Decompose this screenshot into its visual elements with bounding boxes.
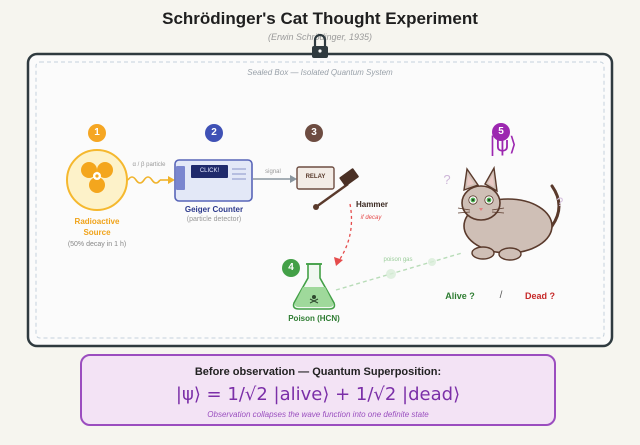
geiger-counter-icon — [174, 159, 253, 202]
superposition-heading: Before observation — Quantum Superpositi… — [194, 366, 442, 378]
poison-gas-label: poison gas — [383, 257, 413, 263]
superposition-note: Observation collapses the wave function … — [207, 410, 429, 419]
step-badge-2: 2 — [205, 124, 223, 142]
diagram-title: Schrödinger's Cat Thought Experiment — [162, 9, 478, 28]
alpha-beta-label: α / β particle — [132, 162, 166, 168]
relay-box — [296, 166, 335, 190]
state-separator: / — [499, 290, 503, 301]
particle-wave — [127, 176, 161, 184]
particle-arrowhead — [168, 176, 175, 184]
geiger-counter-detail: (particle detector) — [186, 216, 242, 223]
radioactive-source-icon — [66, 149, 128, 211]
question-mark-right: ? — [556, 195, 564, 209]
hammer-label: Hammer — [355, 200, 388, 209]
if-decay-label: if decay — [360, 215, 382, 221]
relay-text: RELAY — [305, 174, 326, 180]
radioactive-source-label-line1: Radioactive — [74, 217, 120, 226]
superposition-formula: |ψ⟩ = 1/√2 |alive⟩ + 1/√2 |dead⟩ — [175, 384, 461, 405]
radioactive-source-label-line2: Source — [83, 228, 111, 237]
dead-label: Dead ? — [524, 291, 555, 301]
radioactive-source-label: Radioactive Source — [57, 216, 137, 238]
signal-label: signal — [265, 169, 281, 175]
decay-arrow — [337, 203, 353, 263]
diagram-subtitle: (Erwin Schrödinger, 1935) — [267, 32, 373, 42]
step-badge-1: 1 — [88, 124, 106, 142]
sealed-box-inner-border — [35, 61, 605, 339]
padlock-icon — [312, 33, 328, 58]
step-badge-4: 4 — [282, 259, 300, 277]
psi-ket-label: |ψ⟩ — [489, 132, 517, 156]
cat-icon — [457, 165, 561, 261]
step-badge-5: 5 — [492, 123, 510, 141]
radioactive-source-detail: (50% decay in 1 h) — [67, 241, 127, 248]
poison-gas-path — [335, 252, 463, 291]
hammer-icon — [313, 168, 359, 210]
geiger-counter-label: Geiger Counter — [184, 205, 244, 214]
question-mark-left: ? — [443, 172, 451, 187]
poison-flask-icon — [292, 263, 336, 310]
step-badge-3: 3 — [305, 124, 323, 142]
alive-label: Alive ? — [445, 291, 475, 301]
box-caption: Sealed Box — Isolated Quantum System — [247, 68, 393, 77]
geiger-screen-text: CLICK! — [199, 168, 220, 174]
poison-label: Poison (HCN) — [288, 314, 340, 323]
superposition-panel: Before observation — Quantum Superpositi… — [80, 354, 556, 426]
